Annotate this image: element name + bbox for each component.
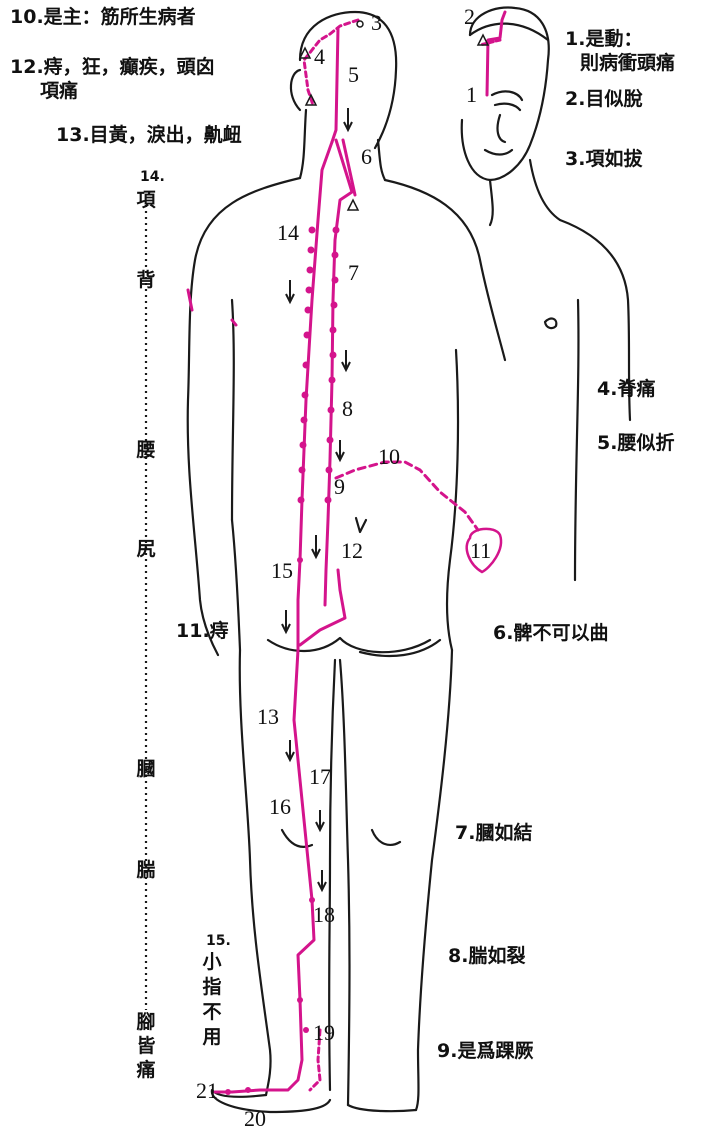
point-number-15: 15 bbox=[271, 560, 293, 582]
symptom-1-line2: 則病衝頭痛 bbox=[580, 52, 675, 74]
symptom-15-num: 15. bbox=[206, 930, 231, 952]
front-nose bbox=[498, 115, 505, 142]
symptom-14-char: 膕 bbox=[135, 757, 157, 781]
front-neck bbox=[490, 180, 493, 225]
knee-crease-right bbox=[372, 830, 400, 845]
symptom-15-char: 不 bbox=[201, 1000, 223, 1024]
point-number-14: 14 bbox=[277, 222, 299, 244]
point-number-10: 10 bbox=[378, 446, 400, 468]
neck-right bbox=[378, 140, 385, 180]
symptom-15-char: 用 bbox=[201, 1025, 223, 1049]
symptom-3: 3.項如拔 bbox=[565, 148, 642, 170]
point-number-16: 16 bbox=[269, 796, 291, 818]
symptom-14-char: 腨 bbox=[135, 858, 157, 882]
symptom-11: 11.痔 bbox=[176, 620, 229, 642]
left-arm-inner bbox=[232, 300, 234, 520]
point-3-marker bbox=[357, 21, 363, 27]
front-eye bbox=[492, 91, 522, 100]
symptom-1-line1: 1.是動： bbox=[565, 28, 642, 50]
symptom-14-char: 痛 bbox=[135, 1058, 157, 1082]
symptom-13: 13.目黃，淚出，鼽衄 bbox=[56, 124, 242, 146]
point-number-20: 20 bbox=[244, 1108, 266, 1130]
symptom-14-char: 腳 bbox=[135, 1010, 157, 1034]
point-number-1: 1 bbox=[466, 84, 477, 106]
point-number-11: 11 bbox=[470, 540, 491, 562]
point-number-4: 4 bbox=[314, 46, 325, 68]
point-number-2: 2 bbox=[464, 6, 475, 28]
leg-inner-right bbox=[340, 660, 350, 1105]
point-number-19: 19 bbox=[313, 1022, 335, 1044]
ear-outline bbox=[291, 70, 300, 110]
front-nipple bbox=[545, 319, 556, 329]
symptom-12-line1: 12.痔，狂，癲疾，頭囟 bbox=[10, 56, 215, 78]
symptom-8: 8.腨如裂 bbox=[448, 945, 525, 967]
acupoint-dots bbox=[225, 227, 340, 1096]
symptom-7: 7.膕如結 bbox=[455, 822, 532, 844]
front-torso bbox=[575, 300, 578, 580]
front-neck-right bbox=[530, 160, 560, 220]
point-number-12: 12 bbox=[341, 540, 363, 562]
small-mark bbox=[356, 518, 366, 532]
symptom-14-char: 項 bbox=[135, 188, 157, 212]
left-shoulder-arm bbox=[188, 178, 300, 655]
symptom-5: 5.腰似折 bbox=[597, 432, 674, 454]
buttock-line bbox=[268, 638, 430, 652]
front-mouth bbox=[485, 150, 512, 155]
symptom-14-char: 皆 bbox=[135, 1034, 157, 1058]
point-number-3: 3 bbox=[371, 12, 382, 34]
symptom-14-char: 腰 bbox=[135, 438, 157, 462]
triangle-markers bbox=[300, 35, 488, 210]
front-eye-lid bbox=[495, 104, 520, 110]
point-number-21: 21 bbox=[196, 1080, 218, 1102]
symptom-6: 6.髀不可以曲 bbox=[493, 622, 608, 644]
symptom-12-line2: 項痛 bbox=[40, 80, 78, 102]
right-shoulder bbox=[385, 180, 505, 360]
symptom-15-char: 指 bbox=[201, 975, 223, 999]
symptom-4: 4.脊痛 bbox=[597, 378, 655, 400]
point-number-6: 6 bbox=[361, 146, 372, 168]
symptom-9: 9.是爲踝厥 bbox=[437, 1040, 533, 1062]
point-number-7: 7 bbox=[348, 262, 359, 284]
torso-left bbox=[232, 520, 240, 650]
point-number-9: 9 bbox=[334, 476, 345, 498]
symptom-10: 10.是主：筋所生病者 bbox=[10, 6, 196, 28]
point-number-18: 18 bbox=[313, 904, 335, 926]
symptom-14-char: 尻 bbox=[135, 537, 157, 561]
symptom-14-num: 14. bbox=[140, 166, 165, 188]
neck-left bbox=[300, 110, 306, 178]
point-number-5: 5 bbox=[348, 64, 359, 86]
symptom-2: 2.目似脫 bbox=[565, 88, 642, 110]
point-number-13: 13 bbox=[257, 706, 279, 728]
symptom-15-char: 小 bbox=[201, 950, 223, 974]
right-foot bbox=[348, 1105, 416, 1111]
torso-right bbox=[447, 350, 458, 650]
symptom-14-char: 背 bbox=[135, 268, 157, 292]
point-number-17: 17 bbox=[309, 766, 331, 788]
point-number-8: 8 bbox=[342, 398, 353, 420]
